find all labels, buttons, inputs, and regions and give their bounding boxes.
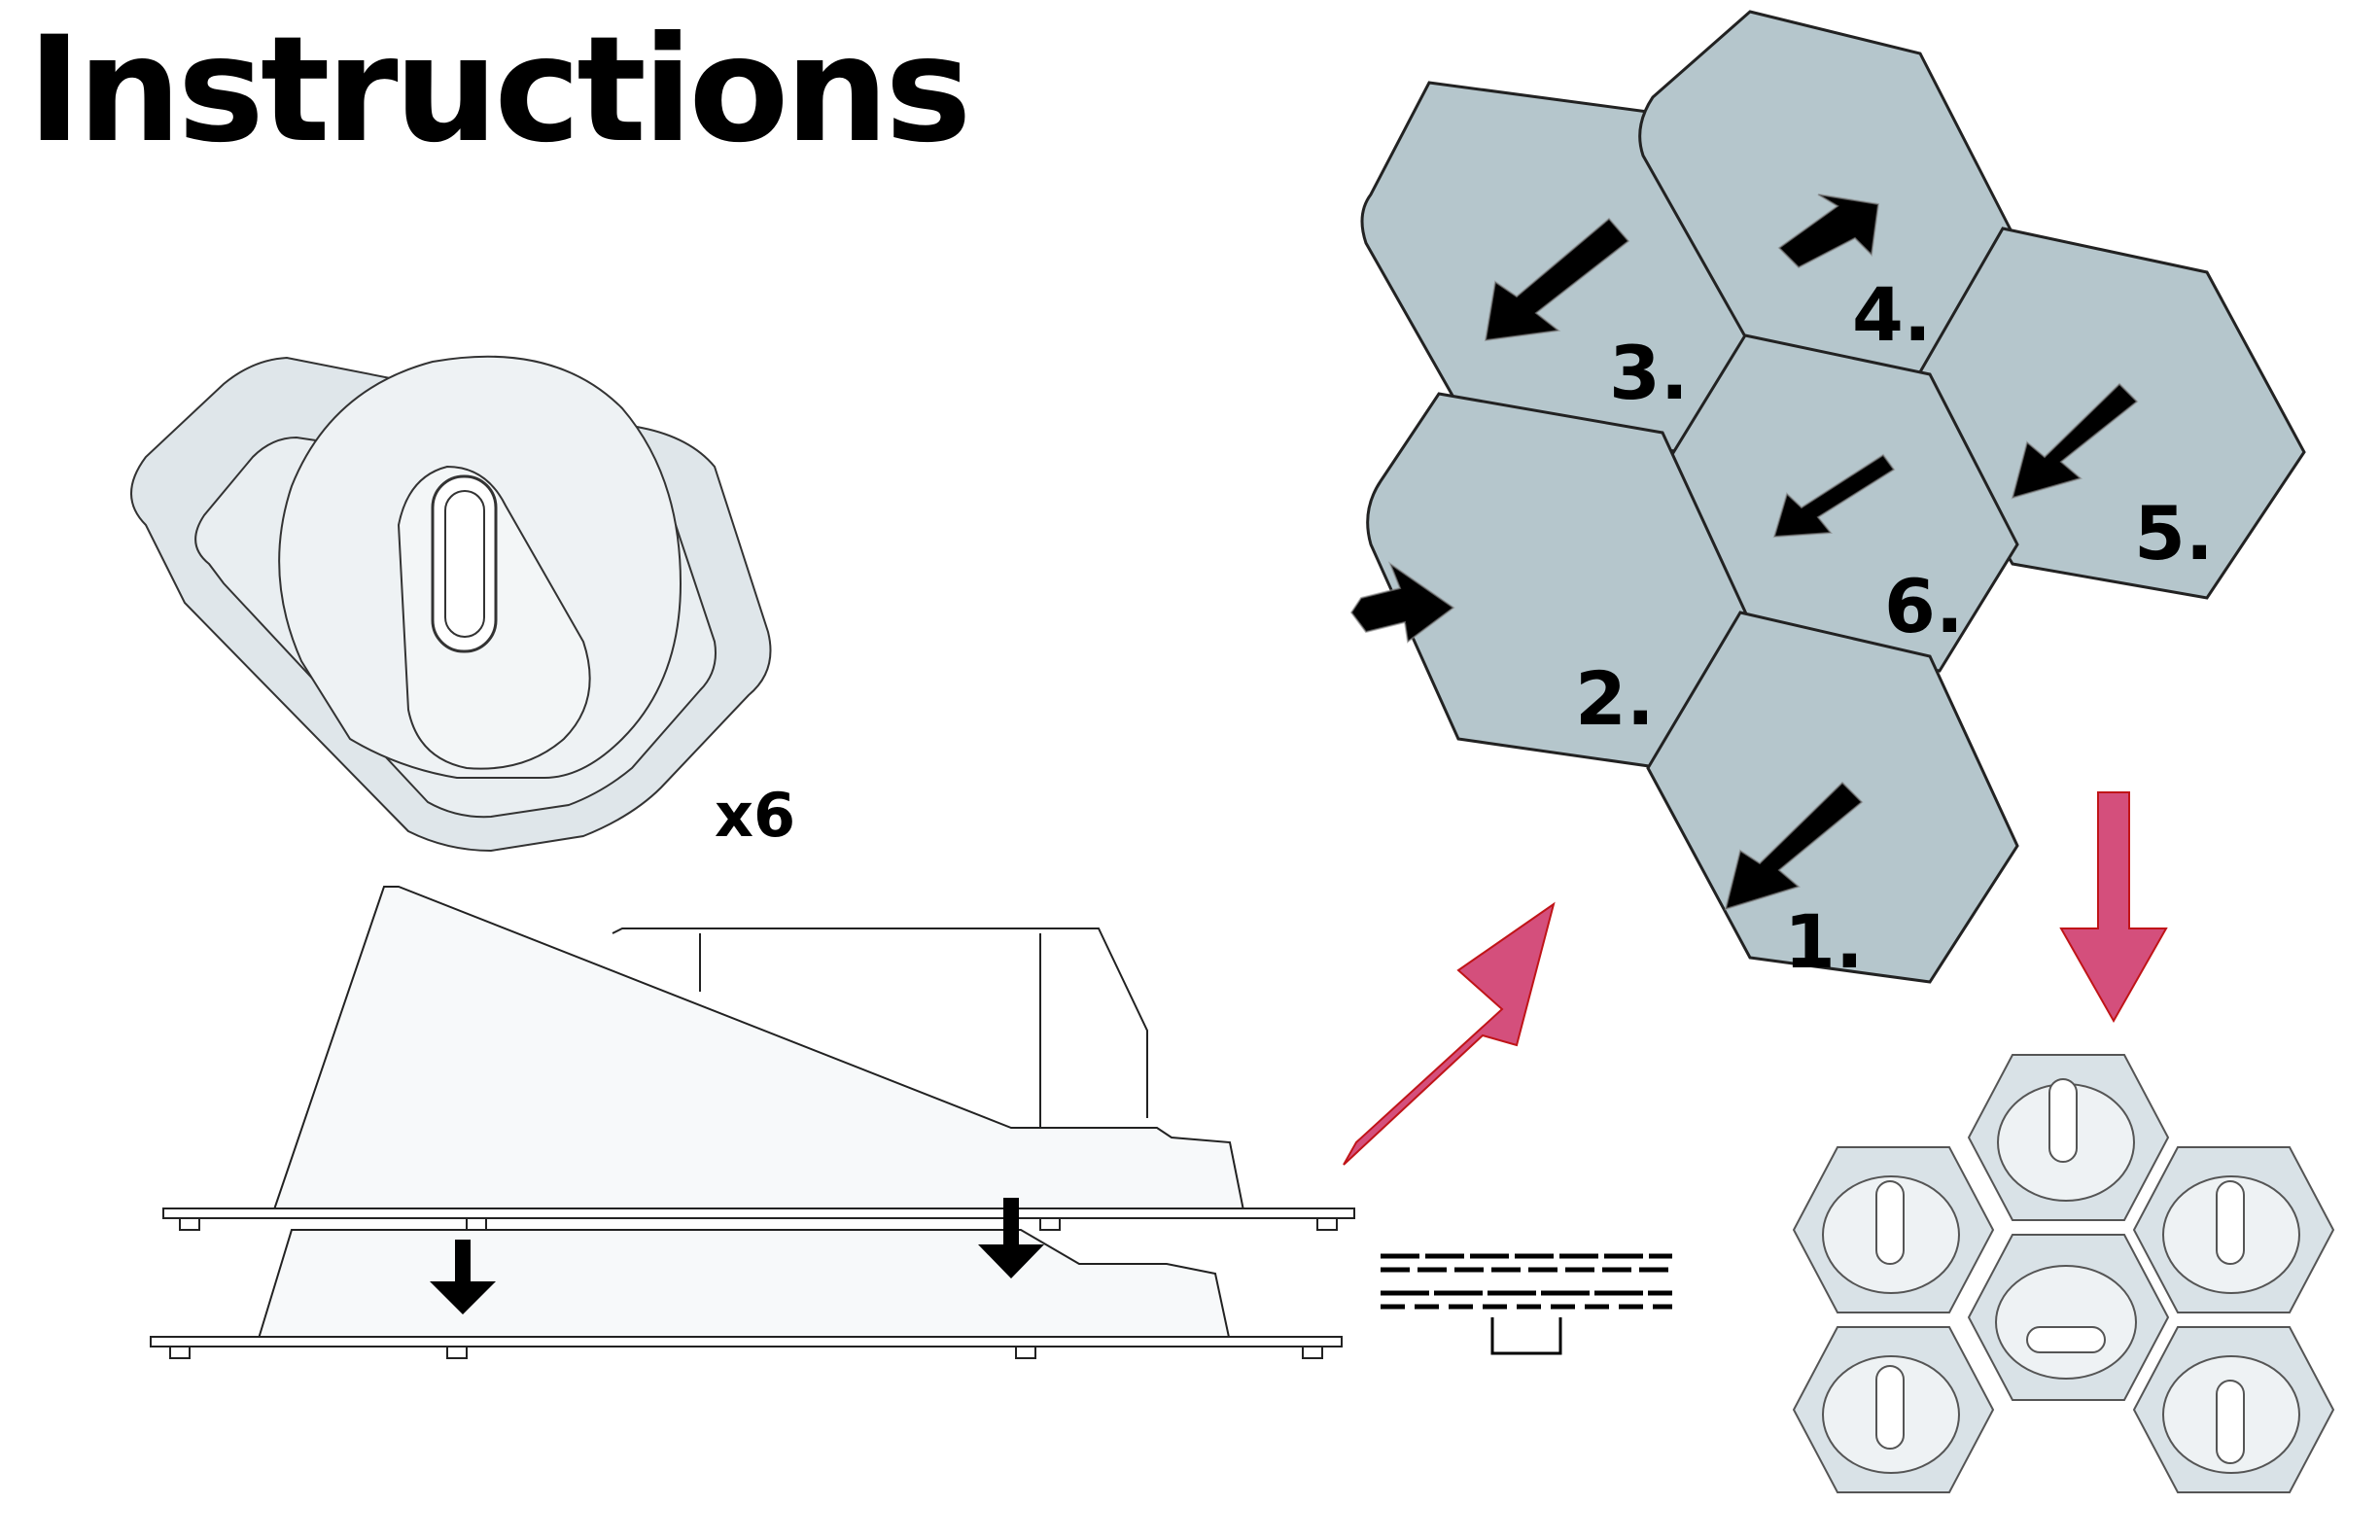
step-label-6: 6. [1884, 563, 1964, 649]
step-label-1: 1. [1784, 898, 1864, 985]
step-label-5: 5. [2134, 490, 2214, 577]
placement-arrow-2 [1349, 561, 1455, 644]
stack-side-view [150, 886, 1355, 1359]
pink-process-arrow-diagonal [1343, 901, 1556, 1166]
step-numbers: 1. 2. 3. 4. 5. 6. [1575, 271, 2214, 985]
placement-arrow-1 [1724, 781, 1864, 911]
assembled-cluster [1792, 1054, 2335, 1493]
cluster-cell-upper-right [2132, 1146, 2335, 1313]
down-arrow-right [978, 1198, 1044, 1278]
placement-arrow-3 [1484, 217, 1630, 342]
step-label-3: 3. [1609, 330, 1689, 416]
cluster-cell-center [1967, 1234, 2170, 1401]
step-label-2: 2. [1575, 655, 1655, 742]
cluster-cell-lower-right [2132, 1326, 2335, 1493]
cluster-cell-lower-left [1792, 1326, 1995, 1493]
page-title: Instructions [27, 6, 972, 175]
placement-arrow-6 [1772, 453, 1896, 539]
placement-arrows [1349, 193, 2139, 911]
cluster-cell-upper-left [1792, 1146, 1995, 1313]
spacer-detail [1381, 1253, 1672, 1355]
quantity-label: x6 [715, 780, 795, 851]
cluster-cell-top [1967, 1054, 2170, 1221]
pink-process-arrow-down [2059, 791, 2168, 1024]
step-label-4: 4. [1852, 271, 1932, 358]
cup-holder-part [130, 355, 772, 853]
placement-arrow-5 [2011, 382, 2139, 500]
placement-arrow-4 [1777, 193, 1880, 269]
down-arrow-left [430, 1240, 496, 1314]
